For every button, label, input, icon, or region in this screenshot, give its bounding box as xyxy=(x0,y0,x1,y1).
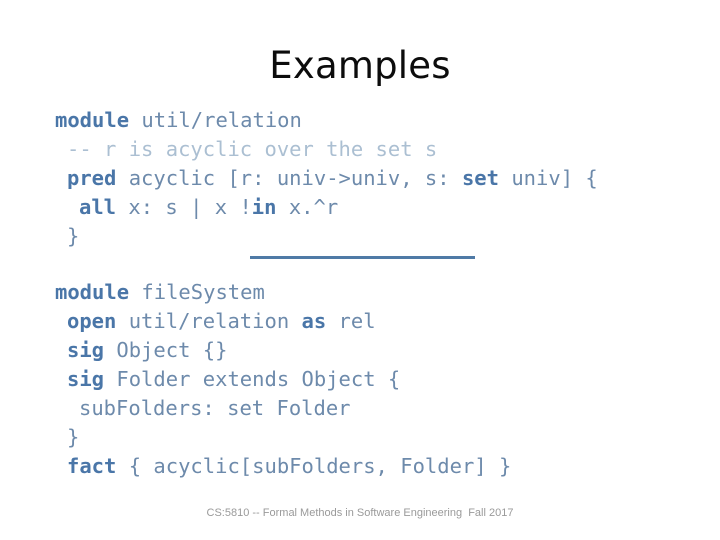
relation-code-line-4: } xyxy=(0,222,720,251)
filesystem-code-line-3-seg-0: sig xyxy=(67,367,105,391)
relation-code-line-2-seg-1: acyclic [r: univ->univ, s: xyxy=(116,166,462,190)
relation-code-line-2-seg-2: set xyxy=(461,166,499,190)
relation-code-line-0: module util/relation xyxy=(0,106,720,135)
filesystem-code-line-1: open util/relation as rel xyxy=(0,307,720,336)
relation-code-line-2-seg-0: pred xyxy=(67,166,117,190)
filesystem-code-line-1-seg-0: open xyxy=(67,309,117,333)
filesystem-code-line-1-seg-1: util/relation xyxy=(116,309,302,333)
relation-code-line-3: all x: s | x !in x.^r xyxy=(0,193,720,222)
code-block-relation: module util/relation-- r is acyclic over… xyxy=(0,106,720,251)
page-title: Examples xyxy=(269,44,451,87)
filesystem-code-line-1-seg-3: rel xyxy=(326,309,376,333)
filesystem-code-line-0: module fileSystem xyxy=(0,278,720,307)
relation-code-line-3-seg-2: in xyxy=(251,195,277,219)
filesystem-code-line-3-seg-1: Folder extends Object { xyxy=(104,367,401,391)
filesystem-code-line-4-seg-0: subFolders: set Folder xyxy=(79,396,351,420)
filesystem-code-line-2-seg-1: Object {} xyxy=(104,338,228,362)
relation-code-line-3-seg-1: x: s | x ! xyxy=(116,195,252,219)
relation-code-line-3-seg-0: all xyxy=(79,195,117,219)
filesystem-code-line-6-seg-0: fact xyxy=(67,454,117,478)
relation-code-line-2-seg-3: univ] { xyxy=(498,166,598,190)
filesystem-code-line-6: fact { acyclic[subFolders, Folder] } xyxy=(0,452,720,481)
filesystem-code-line-5-seg-0: } xyxy=(67,425,80,449)
relation-code-line-0-seg-0: module xyxy=(55,108,130,132)
filesystem-code-line-3: sig Folder extends Object { xyxy=(0,365,720,394)
filesystem-code-line-5: } xyxy=(0,423,720,452)
section-divider-line xyxy=(250,256,475,259)
divider-container xyxy=(0,256,720,262)
relation-code-line-3-seg-3: x.^r xyxy=(276,195,339,219)
relation-code-line-4-seg-0: } xyxy=(67,224,80,248)
filesystem-code-line-2: sig Object {} xyxy=(0,336,720,365)
relation-code-line-1: -- r is acyclic over the set s xyxy=(0,135,720,164)
filesystem-code-line-6-seg-1: { acyclic[subFolders, Folder] } xyxy=(116,454,512,478)
filesystem-code-line-1-seg-2: as xyxy=(301,309,327,333)
relation-code-line-1-seg-0: -- r is acyclic over the set s xyxy=(67,137,438,161)
slide-footer: CS:5810 -- Formal Methods in Software En… xyxy=(206,507,514,519)
filesystem-code-line-0-seg-1: fileSystem xyxy=(129,280,265,304)
filesystem-code-line-2-seg-0: sig xyxy=(67,338,105,362)
filesystem-code-line-4: subFolders: set Folder xyxy=(0,394,720,423)
filesystem-code-line-0-seg-0: module xyxy=(55,280,130,304)
relation-code-line-0-seg-1: util/relation xyxy=(129,108,302,132)
relation-code-line-2: pred acyclic [r: univ->univ, s: set univ… xyxy=(0,164,720,193)
